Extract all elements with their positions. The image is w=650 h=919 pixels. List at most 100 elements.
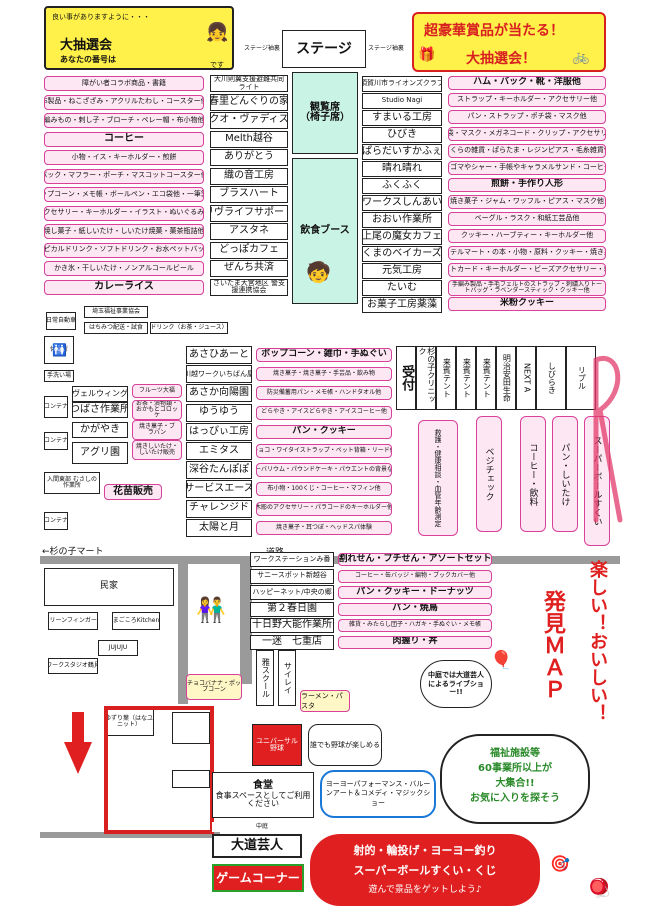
game-corner: ゲームコーナー (212, 864, 304, 892)
road-lower (40, 832, 220, 838)
choco-banana-stand: チョコバナナ・ポップコーン (186, 674, 242, 700)
mid-center-shop: はっぴぃ工房 (186, 422, 252, 441)
left-stall-shop: クオ・ヴァディス (210, 112, 288, 129)
left-stall-tag: 布製品・ねこざざみ・アクリルたわし・コースター他 (44, 94, 204, 110)
right-stall-tag: ハム・バック・靴・洋服他 (448, 76, 606, 90)
container-3: コンテナ (44, 512, 68, 530)
right-stall-tag: 手編み製品・手毛フェルトのストラップ・刺繍入りトートバッグ・ラベンダースティック… (448, 280, 606, 296)
nursery-shop: 入間東部 むさしの作業所 (44, 472, 100, 494)
ramen-stand: ラーメン・パスタ (300, 690, 350, 712)
bottom-right-tag: 雑貨・みたらし団子・ハガキ・手ぬぐい・メモ帳 (338, 619, 492, 632)
bottom-right-shop: ワークステーションみ番 (250, 552, 334, 567)
mid-left-tag: 焼きしいたけ・しいたけ販売 (132, 440, 182, 460)
right-stall-tag: まくらの雑貨・ぱらたま・レジンピアス・毛糸雑貨他 (448, 144, 606, 158)
left-stall-shop: アスタネ (210, 223, 288, 240)
stage: ステージ (282, 30, 366, 68)
left-stall-tag: バック・マフラー・ポーチ・マスコットコースター他 (44, 168, 204, 184)
mid-center-shop: サービスエース (186, 480, 252, 499)
universal-baseball: ユニバーサル野球 (252, 724, 302, 766)
mid-left-tag: 焼き菓子・ブラバン (132, 420, 182, 440)
ma-school-tent: 雅スクール (256, 650, 274, 706)
road-vertical-mid (240, 564, 252, 684)
left-stall-tag: ボップコーン・メモ帳・ボールペン・エコ袋他・一筆箋他 (44, 187, 204, 202)
welfare-line3: 大集合!! (495, 778, 535, 789)
mid-center-tag: 焼き菓子・焼き菓子・手芸品・飲み物 (256, 367, 392, 382)
food-boy-icon: 🧒 (306, 260, 331, 284)
left-stall-shop: 大川則翼支援避難共同ライト (210, 75, 288, 92)
rest-area: 休憩所 (44, 336, 74, 364)
mid-center-shop: 川越ワークいちばん屋 (186, 365, 252, 384)
live-show-text: 中庭では大道芸人によるライブショー!! (428, 671, 484, 697)
mid-center-tag: パン・クッキー (256, 424, 392, 439)
tent-3: 来賓テント (456, 346, 476, 410)
mid-center-tag: ハーバリウム・パウンドケーキ・パウエントの背景など (256, 463, 392, 478)
left-stall-tag: 焼し菓子・紙しいたけ・しいたけ焼菓・菓茶瓶詰他 (44, 224, 204, 239)
welfare-line1: 福祉施設等 (490, 748, 540, 759)
right-stall-tag: ポストカード・キーホルダー・ビーズアクセサリー・雑貨 (448, 263, 606, 277)
left-stall-shop: どっぽカフェ (210, 241, 288, 259)
left-stall-shop: リヴライフサポート (210, 204, 288, 222)
food-booth: 飲食ブース (292, 158, 358, 304)
bottom-right-shop: 十日野大能作業所 (250, 618, 334, 633)
kids-icon: 👫 (196, 596, 226, 624)
tent-tag-1: ベジチェック (476, 416, 502, 532)
tent-7: しびらき (536, 346, 566, 410)
mid-center-shop: チャレンジド (186, 499, 252, 518)
balloon-icon: 🎈 (490, 650, 513, 671)
your-number-label: あなたの番号は (60, 55, 116, 64)
mid-center-tag: どらやき・アイスどらやき・アイスコーヒー他 (256, 405, 392, 420)
welfare-line4: お気に入りを探そう (470, 793, 560, 804)
prize-banner: 超豪華賞品が当たる！ 大抽選会！ 🎁 🚲 (412, 12, 606, 72)
left-stall-tag: 編みもの・刺し子・ブローチ・ペレー帽・布小物他 (44, 113, 204, 128)
tent-5: 明治安田生命 (496, 346, 516, 410)
mid-left-shop: かがやき (72, 422, 128, 438)
bottom-right-shop: 第２春日園 (250, 601, 334, 617)
road-vertical-left (178, 564, 188, 704)
left-stall-shop: 織の音工房 (210, 167, 288, 185)
mid-left-tag: フルーツ大福 (132, 384, 182, 398)
table-honey: はちみつ配送・試食 (84, 322, 148, 334)
live-show-note: 中庭では大道芸人によるライブショー!! (420, 660, 492, 708)
parking-lot: 日常自動車 (46, 312, 76, 330)
red-arrow-shaft (72, 712, 84, 744)
right-stall-tag: 煎餅・手作り人形 (448, 178, 606, 192)
mid-left-tag: お茶・漬物類・おかもとコロッケ (132, 400, 182, 420)
yoyo-text: ヨーヨーパフォーマンス・バルーンアート＆コメディ・マジックショー (325, 780, 431, 807)
right-stall-shop: 元気工房 (362, 263, 442, 279)
right-stall-shop: おおい作業所 (362, 212, 442, 228)
left-stall-tag: 障がい者コラボ商品・書籍 (44, 76, 204, 91)
prize-line1: 超豪華賞品が当たる！ (424, 23, 564, 39)
bottom-right-tag: コーヒー・缶バッジ・編物・ブックカバー他 (338, 569, 492, 583)
drink-stand: ドリンク（お茶・ジュース） (150, 322, 228, 334)
welfare-line2: 60事業所以上が (478, 763, 552, 774)
right-stall-shop: Studio Nagi (362, 93, 442, 109)
hand-drawn-marker (593, 355, 623, 523)
left-stall-shop: ありがとう (210, 149, 288, 166)
right-stall-shop: 上尾の魔女カフェ (362, 229, 442, 245)
right-stall-tag: ポチ袋・マスク・メガネコード・クリップ・アクセサリー他 (448, 127, 606, 141)
right-stall-shop: すまいる工房 (362, 110, 442, 126)
container-1: コンテナ (44, 396, 68, 418)
tent-0: 受付 (396, 346, 416, 410)
prize-line2: 大抽選会！ (466, 51, 536, 67)
right-stall-shop: たいむ (362, 280, 442, 296)
tent-2: 来賓テント (436, 346, 456, 410)
right-stall-tag: ストラップ・キーホルダー・アクセサリー他 (448, 93, 606, 107)
mid-left-shop: アグリ園 (72, 442, 128, 464)
game-desc-line2: スーパーボールすくい・くじ (353, 864, 497, 877)
yoyo-balloon: ヨーヨーパフォーマンス・バルーンアート＆コメディ・マジックショー (320, 770, 436, 818)
right-stall-tag: パステルマート・の本・小物・原料・クッキー・焼き菓子 (448, 246, 606, 260)
building-outline (104, 706, 214, 834)
prize-gift-icon: 🎁 (418, 47, 436, 63)
lottery-number-card: 良い事がありますように・・・ 大抽選会 あなたの番号は です 👧 (44, 6, 234, 70)
mid-center-tag: 防災備蓄用パン・メモ帳・ハンドタオル他 (256, 386, 392, 401)
tent-6: NEXT A (516, 346, 536, 410)
mid-center-shop: ゆうゆう (186, 403, 252, 422)
left-stall-shop: 春里どんぐりの家 (210, 93, 288, 111)
sailei-tent: サイレイ (278, 650, 296, 706)
right-stall-shop: 須賀川市ライオンズクラブ (362, 76, 442, 92)
jujuju-shop: JUJUJU (98, 640, 138, 656)
naka-label: 中庭 (212, 822, 312, 832)
bottom-right-tag: 割れせん・プチせん・アソートセット (338, 553, 492, 566)
toy-icon: 🎯 (550, 854, 570, 873)
